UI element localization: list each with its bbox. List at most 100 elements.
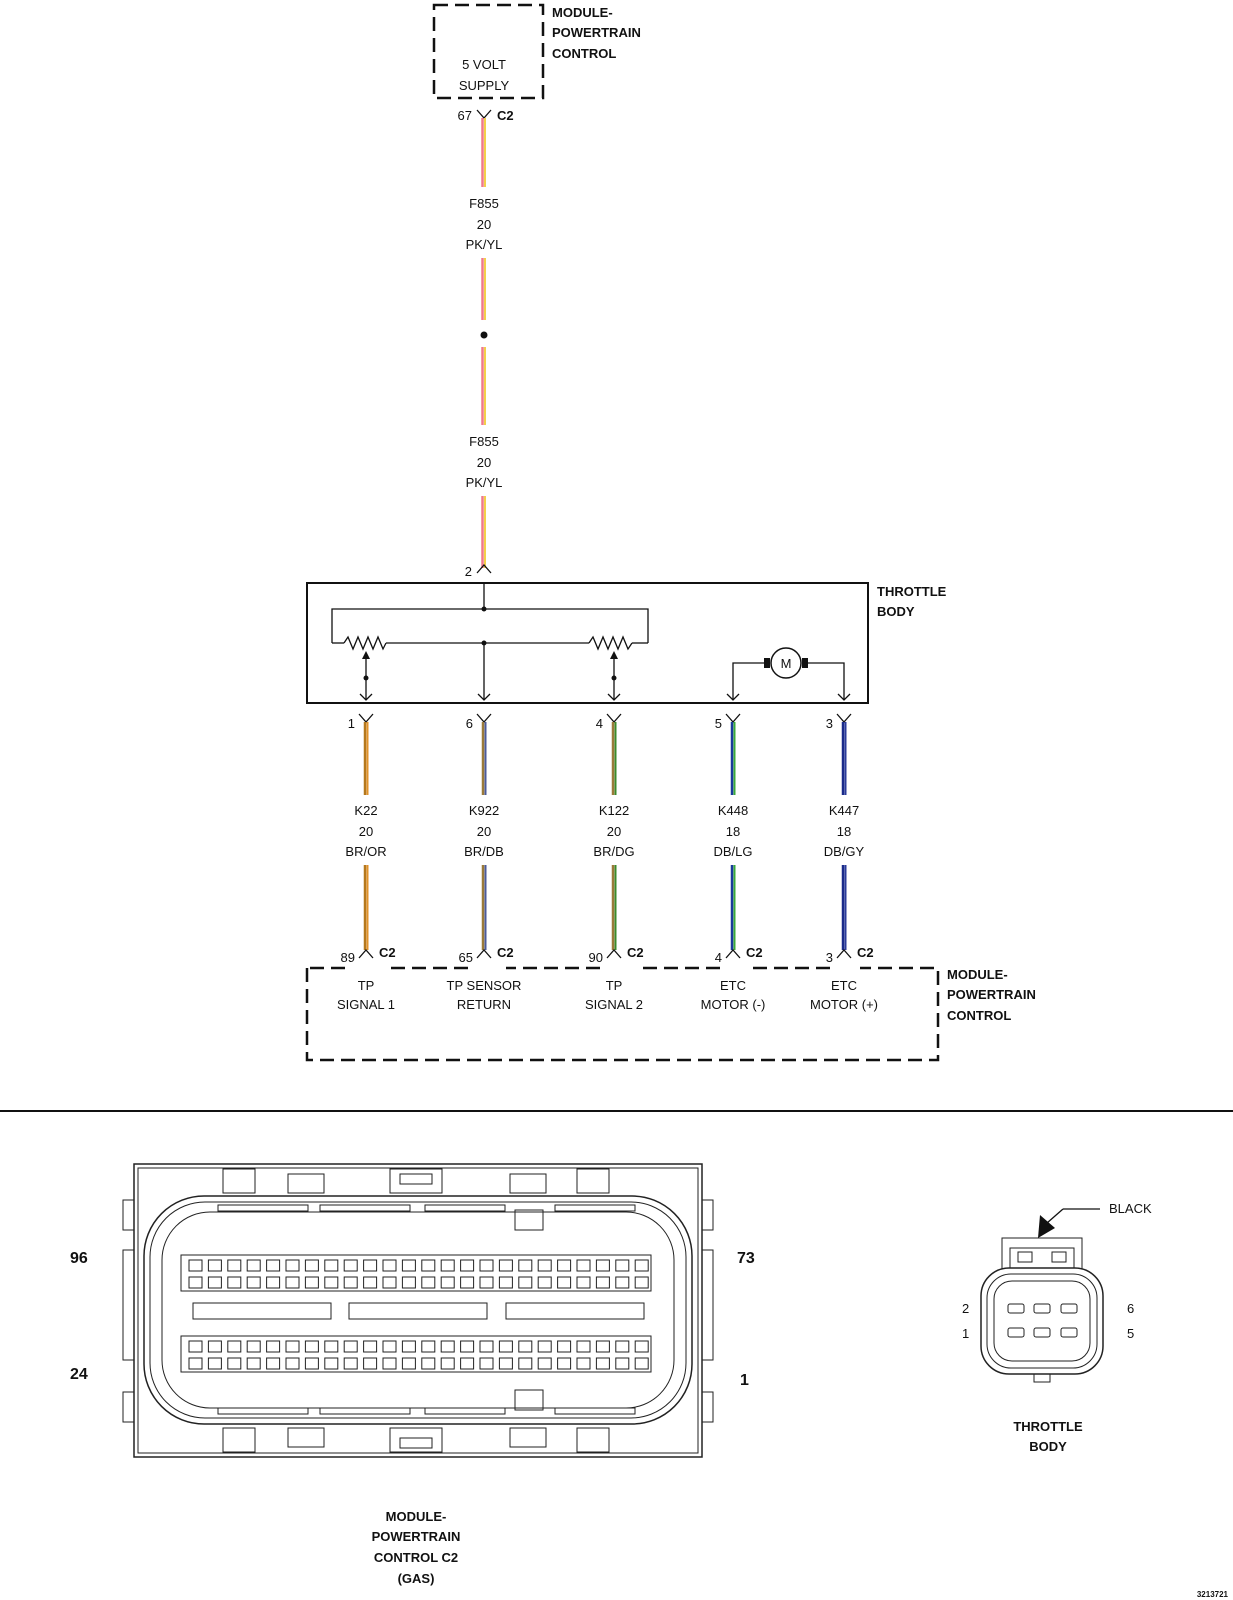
- wire-3: 3 K447 18 DB/GY 3 C2 ETC MOTOR (+): [810, 713, 878, 1012]
- wire-5-pcm-pin: 4: [715, 950, 722, 965]
- pin-cavity: [246, 1340, 261, 1353]
- wire-6-tb-pin: 6: [466, 716, 473, 731]
- svg-text:CONTROL C2: CONTROL C2: [374, 1550, 458, 1565]
- pcm-pin-73-label: 73: [737, 1250, 755, 1267]
- pin-cavity: [615, 1340, 630, 1353]
- wire-3-connector: C2: [857, 945, 874, 960]
- wire-3-pcm-pin: 3: [826, 950, 833, 965]
- pin-cavity: [557, 1357, 572, 1370]
- pin-cavity: [266, 1357, 281, 1370]
- pin-cavity: [615, 1276, 630, 1289]
- pin-cavity: [285, 1357, 300, 1370]
- wire-3-color: DB/GY: [824, 844, 865, 859]
- wire-1-circuit: K22: [354, 803, 377, 818]
- pin-cavity: [207, 1259, 222, 1272]
- pcm-connector-caption: MODULE- POWERTRAIN CONTROL C2 (GAS): [372, 1509, 461, 1586]
- pin-cavity: [576, 1357, 591, 1370]
- wire-6: 6 K922 20 BR/DB 65 C2 TP SENSOR RETURN: [447, 713, 521, 1012]
- wire-3-gauge: 18: [837, 824, 851, 839]
- pin-cavity: [401, 1259, 416, 1272]
- wire-6-function-2: RETURN: [457, 997, 511, 1012]
- wire-6-connector: C2: [497, 945, 514, 960]
- tb-connector-caption: THROTTLE BODY: [1013, 1419, 1083, 1454]
- svg-text:THROTTLE: THROTTLE: [1013, 1419, 1083, 1434]
- tb-supply-pin: 2: [465, 564, 472, 579]
- wire-6-pcm-pin: 65: [459, 950, 473, 965]
- pin-cavity: [557, 1340, 572, 1353]
- wire-5-gauge: 18: [726, 824, 740, 839]
- svg-text:POWERTRAIN: POWERTRAIN: [372, 1529, 461, 1544]
- pin-cavity: [595, 1259, 610, 1272]
- pin-cavity: [324, 1259, 339, 1272]
- pin-cavity: [440, 1276, 455, 1289]
- svg-text:PK/YL: PK/YL: [466, 475, 503, 490]
- top-pcm-pin: 67: [458, 108, 472, 123]
- wire-4: 4 K122 20 BR/DG 90 C2 TP SIGNAL 2: [585, 713, 644, 1012]
- pin-cavity: [557, 1276, 572, 1289]
- pin-cavity: [557, 1259, 572, 1272]
- pin-cavity: [227, 1259, 242, 1272]
- svg-text:BODY: BODY: [877, 604, 915, 619]
- pin-cavity: [401, 1357, 416, 1370]
- pcm-pin-1-label: 1: [740, 1372, 749, 1389]
- bottom-pcm-name: MODULE- POWERTRAIN CONTROL: [947, 967, 1036, 1023]
- pin-cavity: [363, 1259, 378, 1272]
- pin-cavity: [537, 1340, 552, 1353]
- pin-cavity: [382, 1340, 397, 1353]
- pin-cavity: [227, 1276, 242, 1289]
- wire-1-pcm-pin: 89: [341, 950, 355, 965]
- wire-3-function-2: MOTOR (+): [810, 997, 878, 1012]
- svg-text:F855: F855: [469, 196, 499, 211]
- pin-cavity: [518, 1276, 533, 1289]
- pin-cavity: [634, 1259, 649, 1272]
- wire-5-circuit: K448: [718, 803, 748, 818]
- pin-cavity: [498, 1276, 513, 1289]
- pin-cavity: [207, 1340, 222, 1353]
- wire-4-pcm-pin: 90: [589, 950, 603, 965]
- throttle-body-box: [306, 582, 869, 704]
- pin-cavity: [479, 1357, 494, 1370]
- wire-5-function-1: ETC: [720, 978, 746, 993]
- wire-1-connector: C2: [379, 945, 396, 960]
- wire-4-connector: C2: [627, 945, 644, 960]
- figure-id: 3213721: [1197, 1590, 1229, 1599]
- svg-text:THROTTLE: THROTTLE: [877, 584, 947, 599]
- wire-4-tb-pin: 4: [596, 716, 603, 731]
- wire-6-gauge: 20: [477, 824, 491, 839]
- pin-cavity: [518, 1259, 533, 1272]
- pin-cavity: [188, 1357, 203, 1370]
- pin-cavity: [382, 1276, 397, 1289]
- pin-cavity: [576, 1259, 591, 1272]
- pin-cavity: [207, 1357, 222, 1370]
- wire-1-function-1: TP: [358, 978, 375, 993]
- tb-pin-6-label: 6: [1127, 1301, 1134, 1316]
- pin-cavity: [382, 1357, 397, 1370]
- svg-text:BODY: BODY: [1029, 1439, 1067, 1454]
- pin-cavity: [266, 1276, 281, 1289]
- wire-5: 5 K448 18 DB/LG 4 C2 ETC MOTOR (-): [701, 713, 765, 1012]
- pin-cavity: [537, 1259, 552, 1272]
- pin-cavity: [634, 1357, 649, 1370]
- pin-cavity: [479, 1276, 494, 1289]
- pin-cavity: [304, 1340, 319, 1353]
- pin-cavity: [537, 1357, 552, 1370]
- pin-cavity: [421, 1340, 436, 1353]
- f855-wire: [481, 118, 486, 568]
- pin-cavity: [382, 1259, 397, 1272]
- svg-text:CONTROL: CONTROL: [552, 46, 616, 61]
- top-pcm-name: MODULE- POWERTRAIN CONTROL: [552, 5, 641, 61]
- pin-cavity: [595, 1276, 610, 1289]
- pin-cavity: [460, 1340, 475, 1353]
- wire-1: 1 K22 20 BR/OR 89 C2 TP SIGNAL 1: [337, 713, 396, 1012]
- pin-cavity: [343, 1340, 358, 1353]
- tb-pin-1-label: 1: [962, 1326, 969, 1341]
- wire-4-color: BR/DG: [593, 844, 634, 859]
- svg-text:CONTROL: CONTROL: [947, 1008, 1011, 1023]
- wire-3-function-1: ETC: [831, 978, 857, 993]
- throttle-body-name: THROTTLE BODY: [877, 584, 947, 619]
- pin-cavity: [246, 1276, 261, 1289]
- pin-cavity: [595, 1340, 610, 1353]
- svg-text:POWERTRAIN: POWERTRAIN: [552, 25, 641, 40]
- svg-text:MODULE-: MODULE-: [947, 967, 1008, 982]
